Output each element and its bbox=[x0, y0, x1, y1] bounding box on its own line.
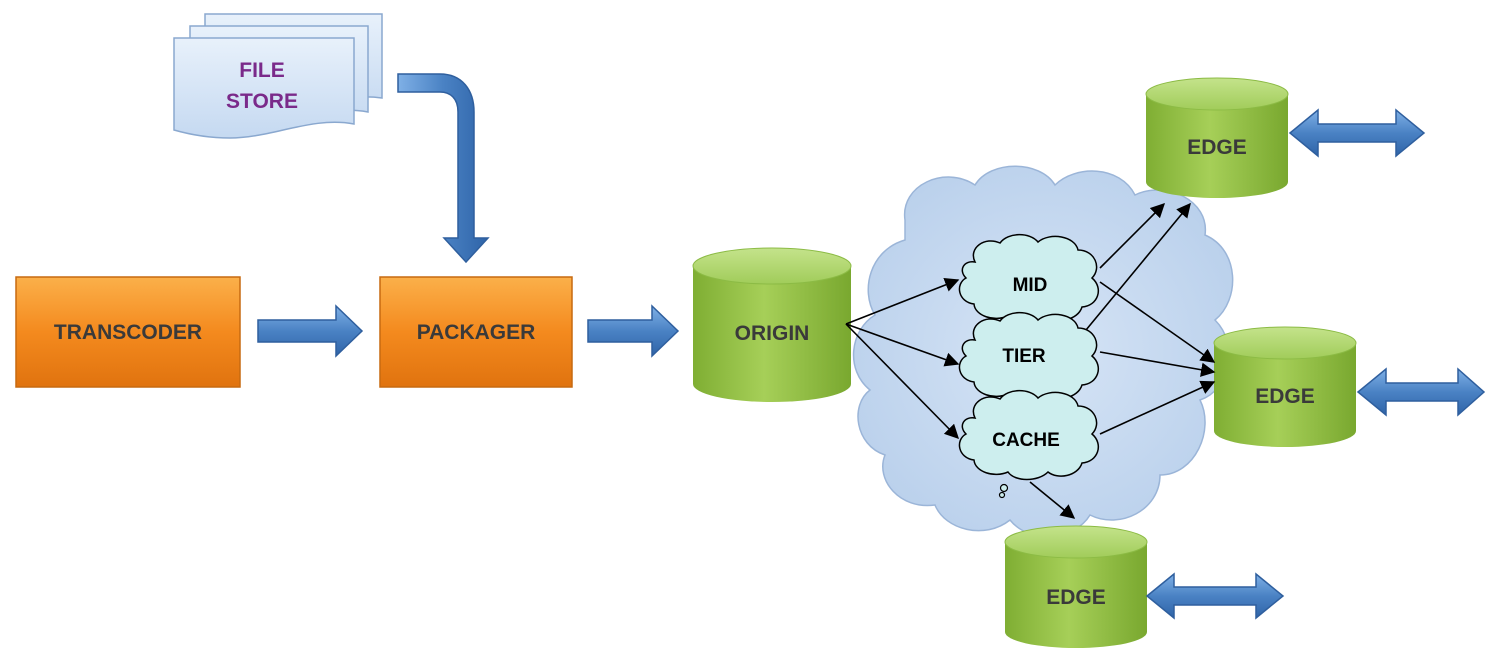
file-store-label-line2: STORE bbox=[226, 90, 298, 113]
edge-bottom-cylinder: EDGE bbox=[1004, 525, 1148, 648]
packager-label: PACKAGER bbox=[417, 321, 536, 344]
origin-cylinder: ORIGIN bbox=[692, 247, 852, 402]
edge-bottom-double-arrow bbox=[1145, 572, 1285, 620]
tier-label: TIER bbox=[1002, 346, 1046, 367]
file-store-to-packager-arrow bbox=[397, 73, 490, 264]
mid-to-edge-top-arrow bbox=[1099, 202, 1166, 269]
cache-label: CACHE bbox=[992, 430, 1060, 451]
mid-to-edge-right-arrow bbox=[1099, 281, 1216, 363]
cache-cloud: CACHE bbox=[958, 389, 1100, 499]
edge-right-double-arrow bbox=[1356, 367, 1486, 417]
file-store-icon: FILE STORE bbox=[173, 13, 383, 139]
origin-to-tier-arrow bbox=[845, 323, 960, 367]
edge-bottom-label: EDGE bbox=[1046, 586, 1106, 609]
edge-right-cylinder: EDGE bbox=[1213, 326, 1357, 447]
tier-to-edge-right-arrow bbox=[1099, 351, 1216, 377]
tier-to-edge-top-arrow bbox=[1085, 202, 1191, 331]
transcoder-box: TRANSCODER bbox=[15, 276, 241, 388]
packager-to-origin-arrow bbox=[587, 304, 680, 358]
edge-top-cylinder: EDGE bbox=[1145, 77, 1289, 198]
edge-right-label: EDGE bbox=[1255, 385, 1315, 408]
edge-top-label: EDGE bbox=[1187, 136, 1247, 159]
mid-cloud: MID bbox=[958, 233, 1100, 334]
cache-to-edge-right-arrow bbox=[1099, 380, 1216, 435]
transcoder-to-packager-arrow bbox=[257, 304, 364, 358]
origin-label: ORIGIN bbox=[735, 322, 810, 345]
origin-to-mid-arrow bbox=[845, 278, 960, 325]
edge-top-double-arrow bbox=[1288, 108, 1426, 158]
file-store-label-line1: FILE bbox=[239, 59, 285, 82]
tier-cloud: TIER bbox=[958, 311, 1100, 403]
transcoder-label: TRANSCODER bbox=[54, 321, 202, 344]
connector-lines bbox=[845, 202, 1216, 519]
cache-to-edge-bottom-arrow bbox=[1029, 481, 1076, 519]
mid-label: MID bbox=[1013, 275, 1048, 296]
packager-box: PACKAGER bbox=[379, 276, 573, 388]
origin-to-cache-arrow bbox=[845, 323, 960, 440]
